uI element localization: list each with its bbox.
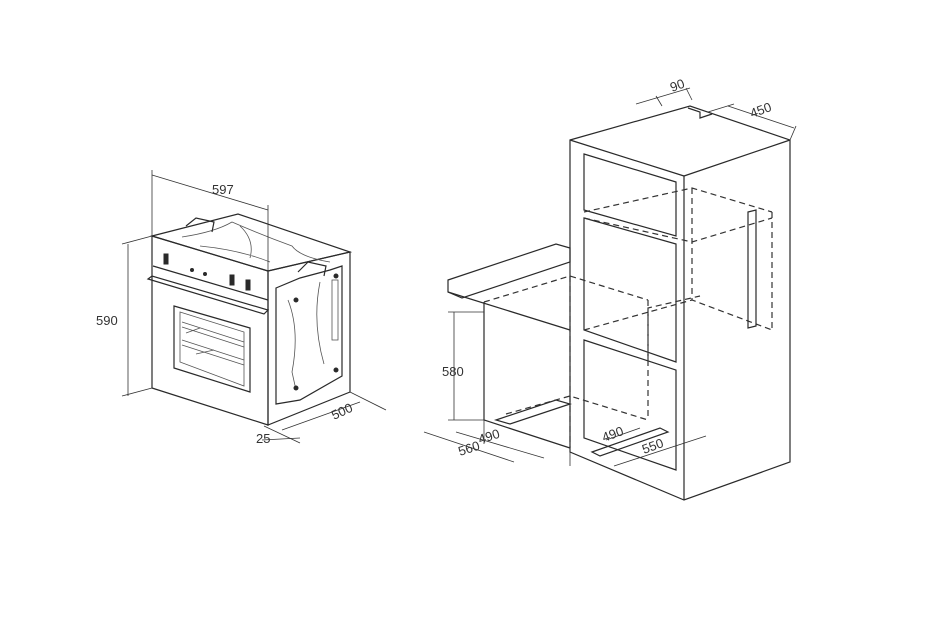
oven-handle-right bbox=[297, 261, 327, 277]
knob-icon bbox=[163, 253, 169, 265]
cabinet-drawing bbox=[447, 105, 791, 501]
depth-dimension-line bbox=[281, 401, 361, 431]
oven-height-label: 590 bbox=[96, 313, 118, 328]
base-inner-label: 490 bbox=[476, 426, 501, 447]
front-dimension-line bbox=[261, 437, 301, 441]
oven-door-handle bbox=[146, 275, 270, 315]
oven-top-detail bbox=[181, 221, 331, 263]
oven-width-label: 597 bbox=[212, 182, 234, 197]
niche-side-rail bbox=[747, 209, 757, 329]
tall-inner-dimension-line bbox=[605, 427, 641, 441]
niche-height-label: 580 bbox=[442, 364, 464, 379]
oven-control-strip bbox=[152, 265, 269, 301]
base-outer-dimension-line bbox=[423, 431, 515, 463]
cabinet-dimensions: 90 450 580 490 560 490 550 bbox=[423, 76, 797, 467]
top-opening-notch bbox=[687, 107, 713, 119]
oven-top-surface bbox=[149, 213, 353, 272]
tall-depth-dimension-line bbox=[613, 435, 707, 467]
oven-side-bracket bbox=[275, 265, 343, 405]
oven-drawing bbox=[146, 213, 353, 426]
oven-front-label: 25 bbox=[256, 431, 270, 446]
knob-icon bbox=[229, 274, 235, 286]
indicator-light-icon bbox=[190, 268, 194, 272]
base-cabinet-floor-opening bbox=[493, 399, 573, 425]
lower-compartment bbox=[583, 339, 677, 471]
base-niche-dashed bbox=[483, 275, 649, 448]
oven-racks bbox=[181, 321, 245, 366]
oven-window-inner bbox=[179, 311, 245, 387]
oven-side-slot bbox=[331, 279, 339, 341]
width-dimension-line bbox=[151, 174, 269, 211]
oven-side-holes bbox=[293, 273, 339, 391]
tall-cabinet-top-edge bbox=[569, 139, 685, 177]
niche-dashed bbox=[583, 187, 773, 360]
tall-depth-label: 550 bbox=[640, 435, 666, 457]
base-outer-label: 560 bbox=[456, 438, 481, 459]
base-cabinet-worktop bbox=[447, 243, 571, 299]
tall-inner-label: 490 bbox=[600, 423, 626, 445]
base-inner-dimension-line bbox=[455, 431, 545, 459]
oven-handle-left bbox=[185, 217, 215, 233]
top-offset-label: 90 bbox=[668, 76, 687, 95]
top-opening-dimension-line bbox=[727, 105, 795, 129]
oven-window bbox=[173, 305, 251, 393]
top-opening-label: 450 bbox=[748, 99, 774, 121]
oven-knobs bbox=[163, 253, 251, 291]
indicator-light-icon bbox=[203, 272, 207, 276]
oven-depth-label: 500 bbox=[329, 400, 355, 423]
knob-icon bbox=[245, 279, 251, 291]
tall-cabinet-floor-opening bbox=[590, 427, 670, 457]
oven-niche-opening bbox=[583, 217, 677, 363]
top-offset-dimension-line bbox=[635, 87, 691, 105]
upper-compartment bbox=[583, 153, 677, 237]
oven-side-bracket-detail bbox=[287, 281, 325, 391]
